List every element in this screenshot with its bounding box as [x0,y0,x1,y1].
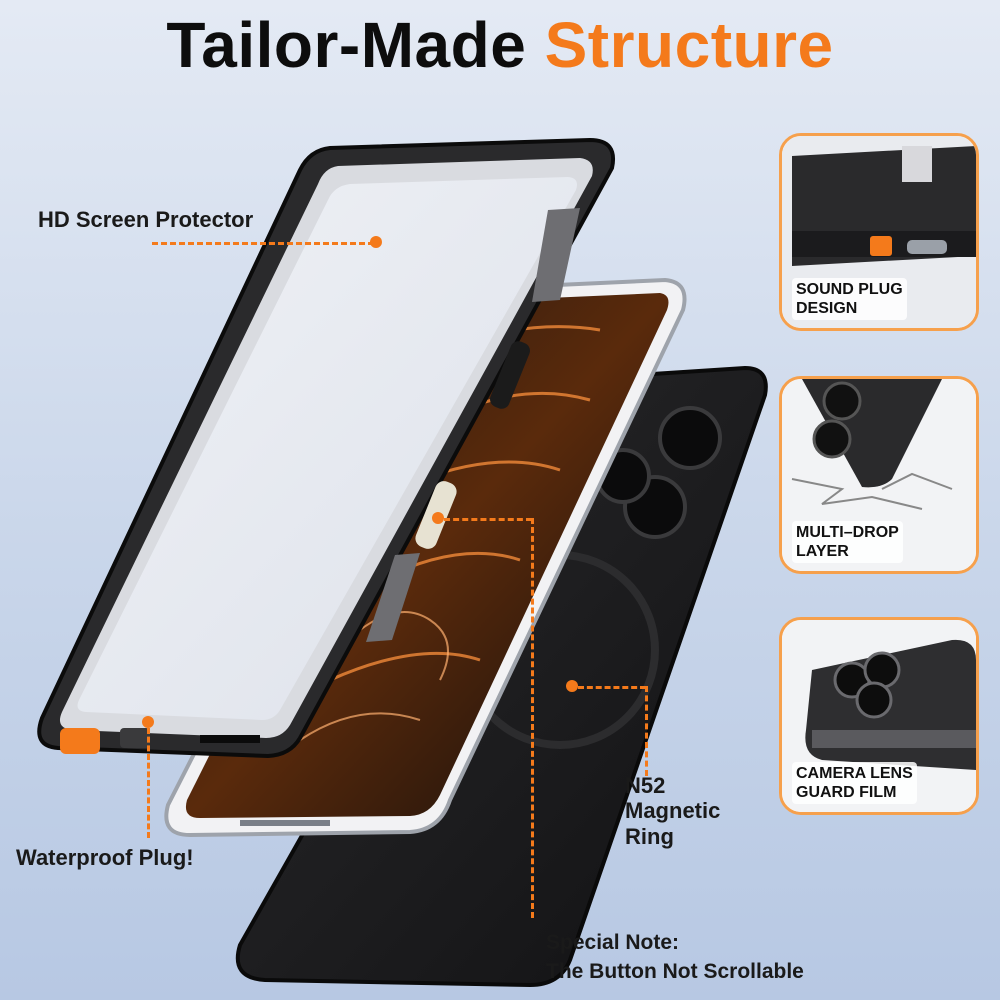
screen-protector-frame [37,137,615,759]
button-note-leader-v [531,518,534,918]
magnetic-leader-v [645,686,648,776]
sound-plug-caption: SOUND PLUG DESIGN [792,277,907,320]
detail-panel-sound-plug: SOUND PLUG DESIGN [779,133,979,331]
waterproof-leader [147,728,150,838]
magnetic-line-3: Ring [625,823,674,849]
special-note-line-2: The Button Not Scrollable [546,960,804,984]
magnetic-ring-label: N52 Magnetic Ring [625,773,720,849]
hd-screen-protector-label: HD Screen Protector [38,207,254,232]
title-accent: Structure [544,9,834,81]
special-note-line-1: Special Note: [546,931,680,954]
button-note-dot [432,512,444,524]
special-note-label: Special Note: The Button Not Scrollable [546,928,804,987]
hd-screen-leader [152,242,374,245]
button-note-leader-h [444,518,532,521]
magnetic-dot [566,680,578,692]
hd-screen-dot [370,236,382,248]
detail-panel-camera-lens: CAMERA LENS GUARD FILM [779,617,979,815]
title-main: Tailor-Made [166,9,527,81]
page-title: Tailor-Made Structure [0,8,1000,82]
waterproof-dot [142,716,154,728]
magnetic-line-2: Magnetic [625,798,721,824]
multi-drop-caption: MULTI–DROP LAYER [792,520,903,563]
detail-panel-multi-drop: MULTI–DROP LAYER [779,376,979,574]
magnetic-leader-h [578,686,646,689]
camera-lens-caption: CAMERA LENS GUARD FILM [792,761,917,804]
magnetic-line-1: N52 [625,773,666,798]
waterproof-plug-label: Waterproof Plug! [16,845,194,870]
